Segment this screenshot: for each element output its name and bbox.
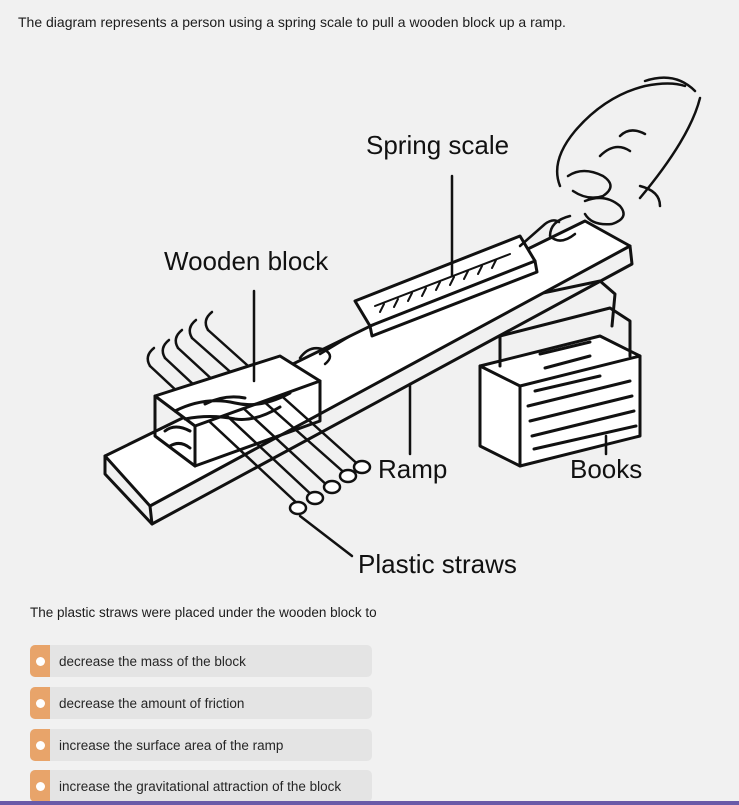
choice-label: decrease the amount of friction	[59, 695, 245, 711]
choice-1[interactable]: decrease the mass of the block	[30, 645, 372, 677]
radio-dot-icon	[35, 740, 45, 750]
radio-dot-icon	[35, 781, 45, 791]
label-wooden-block: Wooden block	[164, 246, 329, 276]
hand-illustration	[548, 76, 702, 242]
radio-indicator	[30, 729, 50, 761]
spring-scale-illustration	[353, 219, 561, 338]
radio-indicator	[30, 645, 50, 677]
label-spring-scale: Spring scale	[366, 130, 509, 160]
radio-indicator	[30, 687, 50, 719]
choice-label: increase the surface area of the ramp	[59, 737, 284, 753]
question-intro: The diagram represents a person using a …	[18, 14, 566, 30]
choice-4[interactable]: increase the gravitational attraction of…	[30, 770, 372, 802]
label-books: Books	[570, 454, 642, 484]
label-ramp: Ramp	[378, 454, 447, 484]
books-illustration	[478, 279, 642, 468]
radio-dot-icon	[35, 656, 45, 666]
label-plastic-straws: Plastic straws	[358, 549, 517, 579]
choice-label: increase the gravitational attraction of…	[59, 778, 342, 794]
question-prompt: The plastic straws were placed under the…	[30, 605, 377, 620]
choice-label: decrease the mass of the block	[59, 653, 246, 669]
bottom-accent-bar	[0, 801, 739, 805]
plastic-straws-pointer	[298, 514, 354, 558]
ramp-diagram: Spring scale Wooden block Ramp Books Pla…	[103, 76, 702, 579]
choice-2[interactable]: decrease the amount of friction	[30, 687, 372, 719]
choice-3[interactable]: increase the surface area of the ramp	[30, 729, 372, 761]
wooden-block-illustration	[153, 354, 322, 468]
radio-indicator	[30, 770, 50, 802]
radio-dot-icon	[35, 698, 45, 708]
hook-illustration	[298, 334, 352, 366]
